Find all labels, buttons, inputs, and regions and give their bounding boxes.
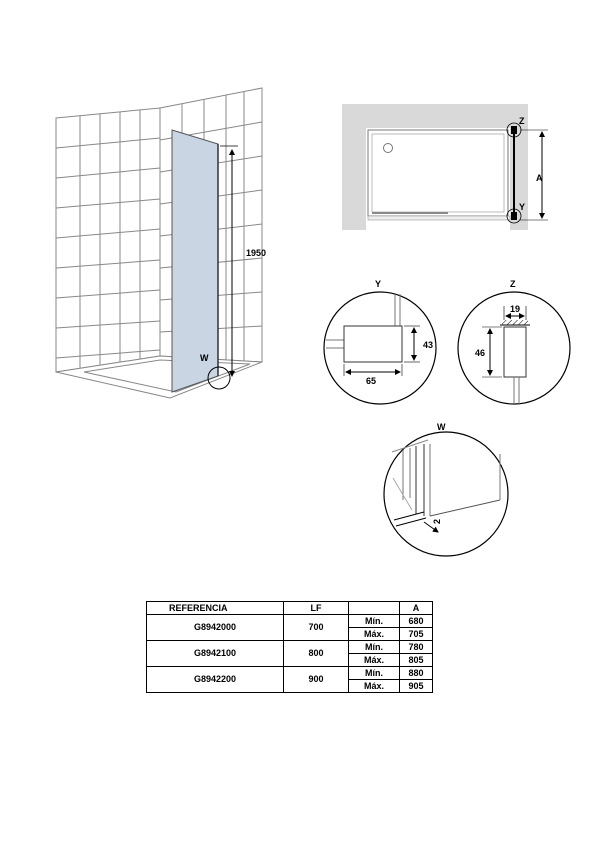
height-dim-label: 1950 [246,248,266,258]
header-lf: LF [283,601,349,615]
shower-3d-view: 1950 W [55,87,266,399]
dim-46-label: 46 [475,348,485,358]
table-row: G8942200 900 Mín. 880 [146,666,433,693]
lf-cell: 700 [283,614,349,641]
header-referencia: REFERENCIA [146,601,284,615]
header-a: A [399,601,433,615]
min-value-cell: 880 [399,666,433,680]
lf-cell: 800 [283,640,349,667]
max-value-cell: 905 [399,679,433,693]
y-callout [506,208,522,224]
table-header-row: REFERENCIA LF A [146,601,433,615]
max-value-cell: 705 [399,627,433,641]
detail-y: Y 43 65 [323,279,437,405]
table-row: Máx. 905 [147,679,433,693]
glass-panel [171,129,219,393]
table-row: G8942000 700 Mín. 680 [146,614,433,641]
plan-view: Z Y A [342,104,548,230]
plan-drain [383,143,393,153]
w-marker-label: W [200,353,209,363]
ref-cell: G8942200 [146,666,284,693]
a-marker-label: A [536,173,543,183]
min-label-cell: Mín. [348,640,400,654]
y-marker-label: Y [519,202,525,212]
min-value-cell: 780 [399,640,433,654]
detail-w-callout [207,366,231,390]
ref-cell: G8942000 [146,614,284,641]
dim-43-label: 43 [423,340,433,350]
left-tile-wall [55,107,161,373]
min-value-cell: 680 [399,614,433,628]
height-dimension [220,145,238,377]
max-label-cell: Máx. [348,627,400,641]
min-label-cell: Mín. [348,614,400,628]
lf-cell: 900 [283,666,349,693]
z-marker-label: Z [519,116,525,126]
plan-tray [367,129,509,217]
dim-2-label: 2 [432,519,442,524]
detail-w: W 2 [383,422,509,557]
plan-wall [342,104,528,230]
header-blank [348,601,400,615]
ref-cell: G8942100 [146,640,284,667]
detail-z-title: Z [510,279,516,289]
detail-z: Z 19 46 [457,279,571,405]
max-label-cell: Máx. [348,679,400,693]
table-row: G8942100 800 Mín. 780 [146,640,433,667]
spec-table: REFERENCIA LF A G8942000 700 Mín. 680 Má… [146,601,433,693]
min-label-cell: Mín. [348,666,400,680]
detail-w-title: W [437,422,446,432]
shower-tray [55,355,263,399]
dim-65-label: 65 [366,376,376,386]
max-value-cell: 805 [399,653,433,667]
max-label-cell: Máx. [348,653,400,667]
dim-19-label: 19 [510,304,520,314]
table-row: Máx. 805 [147,653,433,667]
detail-y-title: Y [375,279,381,289]
